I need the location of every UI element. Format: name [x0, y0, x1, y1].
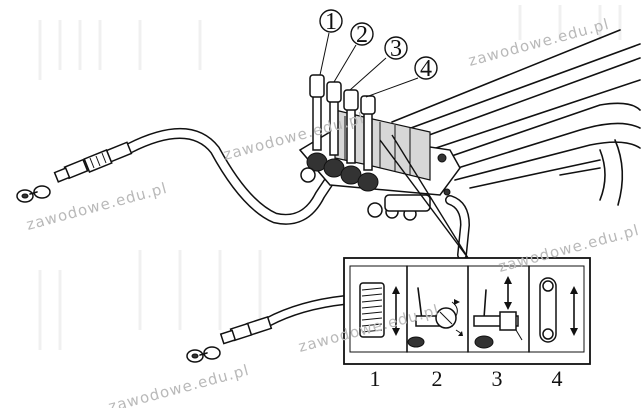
lever-2 — [323, 81, 345, 178]
callout-4: 4 — [414, 56, 438, 82]
hydraulic-hose-main — [53, 128, 336, 225]
hose-coupler-lower — [219, 315, 273, 345]
detail-panel — [343, 257, 591, 365]
callout-3: 3 — [384, 36, 408, 62]
panel-label-2: 2 — [432, 366, 443, 391]
dust-cap-upper — [16, 185, 51, 203]
position-4-chain-icon — [539, 277, 578, 343]
position-3-float-icon — [473, 276, 523, 349]
watermark-text: zawodowe.edu.pl — [106, 361, 251, 408]
lever-1 — [306, 74, 328, 172]
tractor-body — [391, 29, 641, 206]
callout-2: 2 — [350, 22, 374, 48]
callout-number: 3 — [390, 36, 402, 62]
callout-leaders — [319, 32, 469, 259]
callout-number: 2 — [356, 22, 368, 48]
panel-label-1: 1 — [370, 366, 381, 391]
callout-1: 1 — [319, 9, 343, 35]
panel-labels: 1 2 3 4 — [370, 366, 563, 391]
hose-coupler-left — [53, 141, 133, 183]
hydraulic-hose-lower — [219, 295, 350, 345]
position-2-latch-icon — [407, 287, 463, 348]
background-texture — [38, 5, 622, 350]
dust-cap-lower — [186, 346, 221, 363]
callout-number: 4 — [420, 56, 432, 82]
callout-number: 1 — [325, 9, 337, 35]
position-1-spring-icon — [359, 282, 400, 338]
panel-label-4: 4 — [552, 366, 563, 391]
lever-3 — [340, 89, 362, 185]
panel-label-3: 3 — [492, 366, 503, 391]
